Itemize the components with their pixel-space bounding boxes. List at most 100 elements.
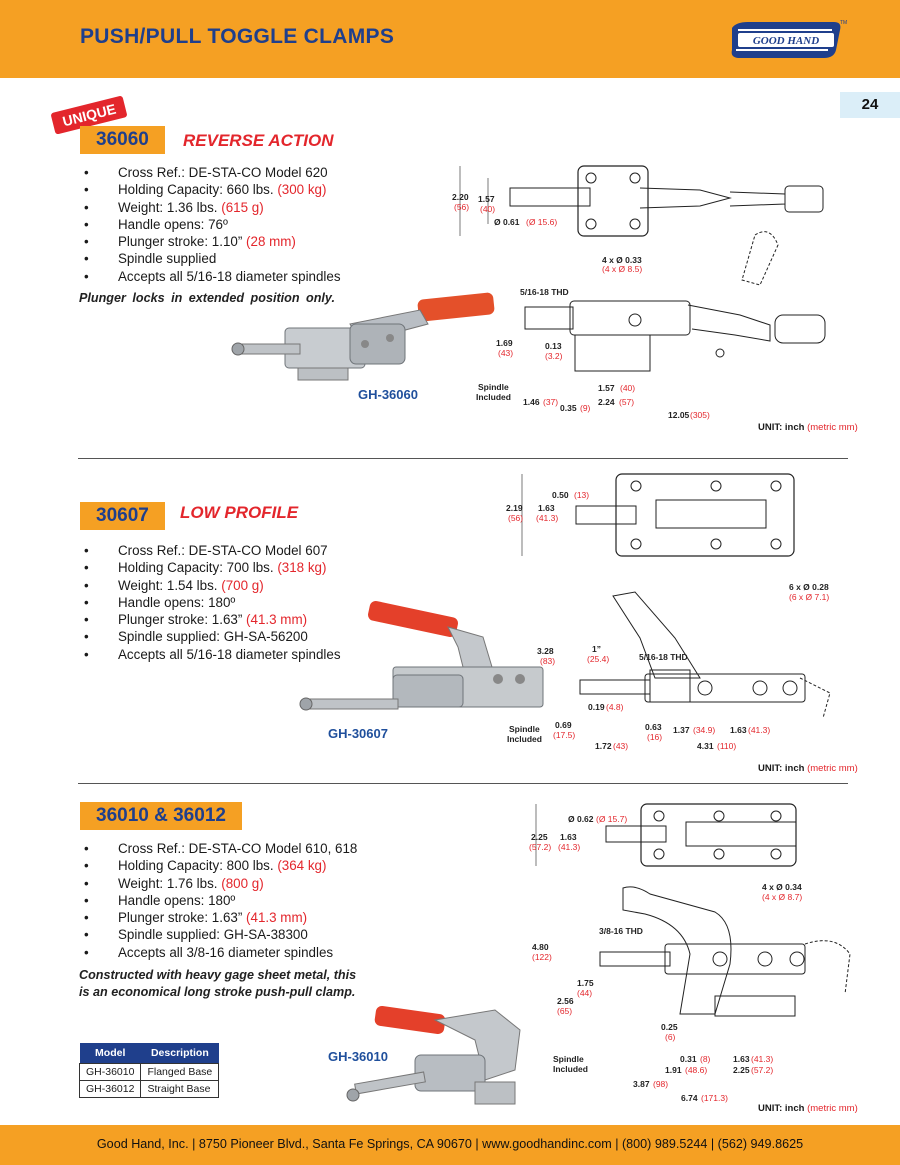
svg-text:(17.5): (17.5) bbox=[553, 730, 575, 740]
svg-text:3.28: 3.28 bbox=[537, 646, 554, 656]
svg-text:5/16-18 THD: 5/16-18 THD bbox=[520, 287, 569, 297]
svg-text:(57.2): (57.2) bbox=[529, 842, 551, 852]
page-header: PUSH/PULL TOGGLE CLAMPS GOOD HAND TM bbox=[0, 0, 900, 78]
svg-text:6 x Ø 0.28: 6 x Ø 0.28 bbox=[789, 582, 829, 592]
svg-text:(4.8): (4.8) bbox=[606, 702, 624, 712]
svg-text:(122): (122) bbox=[532, 952, 552, 962]
svg-text:(34.9): (34.9) bbox=[693, 725, 715, 735]
svg-text:1.46: 1.46 bbox=[523, 397, 540, 407]
good-hand-logo: GOOD HAND TM bbox=[731, 20, 847, 58]
section-divider bbox=[78, 783, 848, 784]
spec-item: Cross Ref.: DE-STA-CO Model 607 bbox=[78, 542, 341, 560]
svg-text:(57): (57) bbox=[619, 397, 634, 407]
unit-note: UNIT: inch (metric mm) bbox=[758, 422, 858, 433]
svg-text:2.25: 2.25 bbox=[531, 832, 548, 842]
clamp-photo-36060 bbox=[231, 292, 495, 381]
svg-text:(44): (44) bbox=[577, 988, 592, 998]
spec-item: Holding Capacity: 660 lbs. (300 kg) bbox=[78, 181, 341, 199]
table-row: GH-36012 Straight Base bbox=[78, 1080, 220, 1098]
footer-contact-info: Good Hand, Inc. | 8750 Pioneer Blvd., Sa… bbox=[96, 1137, 804, 1151]
product-label-gh-36010: GH-36010 bbox=[328, 1049, 388, 1064]
svg-text:1.63: 1.63 bbox=[730, 725, 747, 735]
svg-text:0.63: 0.63 bbox=[645, 722, 662, 732]
svg-text:(171.3): (171.3) bbox=[701, 1093, 728, 1103]
svg-text:Included: Included bbox=[507, 734, 542, 744]
spec-item: Holding Capacity: 700 lbs. (318 kg) bbox=[78, 559, 341, 577]
svg-text:Ø 0.62: Ø 0.62 bbox=[568, 814, 594, 824]
svg-text:5/16-18 THD: 5/16-18 THD bbox=[639, 652, 688, 662]
clamp-photo-30607 bbox=[299, 600, 544, 711]
svg-text:(37): (37) bbox=[543, 397, 558, 407]
svg-text:(305): (305) bbox=[690, 410, 710, 420]
svg-text:3/8-16 THD: 3/8-16 THD bbox=[599, 926, 643, 936]
svg-text:2.24: 2.24 bbox=[598, 397, 615, 407]
svg-text:(98): (98) bbox=[653, 1079, 668, 1089]
svg-text:(43): (43) bbox=[498, 348, 513, 358]
svg-text:0.50: 0.50 bbox=[552, 490, 569, 500]
svg-text:(41.3): (41.3) bbox=[751, 1054, 773, 1064]
svg-text:2.19: 2.19 bbox=[506, 503, 523, 513]
spec-item: Spindle supplied bbox=[78, 250, 341, 268]
svg-text:(40): (40) bbox=[620, 383, 635, 393]
technical-drawing-30607-side: 3.28 (83) 1” (25.4) 5/16-18 THD 0.19 (4.… bbox=[507, 591, 831, 751]
page-title: PUSH/PULL TOGGLE CLAMPS bbox=[80, 25, 395, 48]
spec-item: Holding Capacity: 800 lbs. (364 kg) bbox=[78, 857, 357, 875]
svg-text:(43): (43) bbox=[613, 741, 628, 751]
svg-text:(65): (65) bbox=[557, 1006, 572, 1016]
spec-item: Weight: 1.76 lbs. (800 g) bbox=[78, 875, 357, 893]
model-table: Model Description GH-36010 Flanged Base … bbox=[78, 1043, 220, 1098]
spec-item: Spindle supplied: GH-SA-38300 bbox=[78, 926, 357, 944]
spec-item: Handle opens: 76º bbox=[78, 216, 341, 234]
table-header-description: Description bbox=[140, 1043, 219, 1064]
svg-text:4.31: 4.31 bbox=[697, 741, 714, 751]
model-number-36010-36012: 36010 & 36012 bbox=[80, 802, 242, 830]
svg-text:2.25: 2.25 bbox=[733, 1065, 750, 1075]
svg-text:4.80: 4.80 bbox=[532, 942, 549, 952]
svg-text:1”: 1” bbox=[592, 644, 601, 654]
product-label-gh-30607: GH-30607 bbox=[328, 726, 388, 741]
page-footer: Good Hand, Inc. | 8750 Pioneer Blvd., Sa… bbox=[0, 1125, 900, 1165]
svg-text:1.37: 1.37 bbox=[673, 725, 690, 735]
svg-text:1.91: 1.91 bbox=[665, 1065, 682, 1075]
table-cell: GH-36010 bbox=[78, 1063, 142, 1081]
svg-text:1.63: 1.63 bbox=[560, 832, 577, 842]
technical-drawing-30607-top: 0.50 (13) 2.19 (56) 1.63 (41.3) 6 x Ø 0.… bbox=[506, 473, 829, 602]
svg-text:GOOD HAND: GOOD HAND bbox=[753, 35, 819, 47]
section-note-line-1: Constructed with heavy gage sheet metal,… bbox=[79, 968, 357, 982]
svg-text:0.31: 0.31 bbox=[680, 1054, 697, 1064]
svg-text:TM: TM bbox=[840, 20, 847, 26]
spec-item: Accepts all 5/16-18 diameter spindles bbox=[78, 646, 341, 664]
spec-item: Cross Ref.: DE-STA-CO Model 620 bbox=[78, 164, 341, 182]
svg-text:2.20: 2.20 bbox=[452, 192, 469, 202]
model-number-36060: 36060 bbox=[80, 126, 165, 154]
technical-drawing-36010-side: 3/8-16 THD 4.80 (122) 1.75 (44) 2.56 (65… bbox=[532, 886, 851, 1103]
spec-list-36010: Cross Ref.: DE-STA-CO Model 610, 618 Hol… bbox=[78, 840, 357, 961]
svg-text:(110): (110) bbox=[717, 741, 736, 751]
svg-text:0.13: 0.13 bbox=[545, 341, 562, 351]
svg-text:0.69: 0.69 bbox=[555, 720, 572, 730]
svg-text:1.72: 1.72 bbox=[595, 741, 612, 751]
svg-text:Included: Included bbox=[553, 1064, 588, 1074]
svg-text:2.56: 2.56 bbox=[557, 996, 574, 1006]
svg-text:Spindle: Spindle bbox=[478, 382, 509, 392]
svg-text:0.35: 0.35 bbox=[560, 403, 577, 413]
svg-text:(6): (6) bbox=[665, 1032, 676, 1042]
svg-text:(4 x Ø 8.7): (4 x Ø 8.7) bbox=[762, 892, 802, 902]
svg-text:(6 x Ø 7.1): (6 x Ø 7.1) bbox=[789, 592, 829, 602]
table-row: GH-36010 Flanged Base bbox=[78, 1063, 220, 1081]
svg-text:(83): (83) bbox=[540, 656, 555, 666]
svg-text:3.87: 3.87 bbox=[633, 1079, 650, 1089]
svg-text:(4 x Ø 8.5): (4 x Ø 8.5) bbox=[602, 264, 642, 274]
technical-drawing-36060-side: 5/16-18 THD 1.69 (43) 0.13 (3.2) Spindle… bbox=[476, 231, 826, 420]
section-note: Plunger locks in extended position only. bbox=[79, 291, 335, 305]
model-number-30607: 30607 bbox=[80, 502, 165, 530]
spec-item: Accepts all 5/16-18 diameter spindles bbox=[78, 268, 341, 286]
svg-text:Spindle: Spindle bbox=[509, 724, 540, 734]
svg-text:0.19: 0.19 bbox=[588, 702, 605, 712]
svg-text:(8): (8) bbox=[700, 1054, 711, 1064]
unit-note: UNIT: inch (metric mm) bbox=[758, 763, 858, 774]
svg-text:6.74: 6.74 bbox=[681, 1093, 698, 1103]
svg-text:(41.3): (41.3) bbox=[536, 513, 558, 523]
spec-list-36060: Cross Ref.: DE-STA-CO Model 620 Holding … bbox=[78, 164, 341, 285]
svg-text:(9): (9) bbox=[580, 403, 591, 413]
